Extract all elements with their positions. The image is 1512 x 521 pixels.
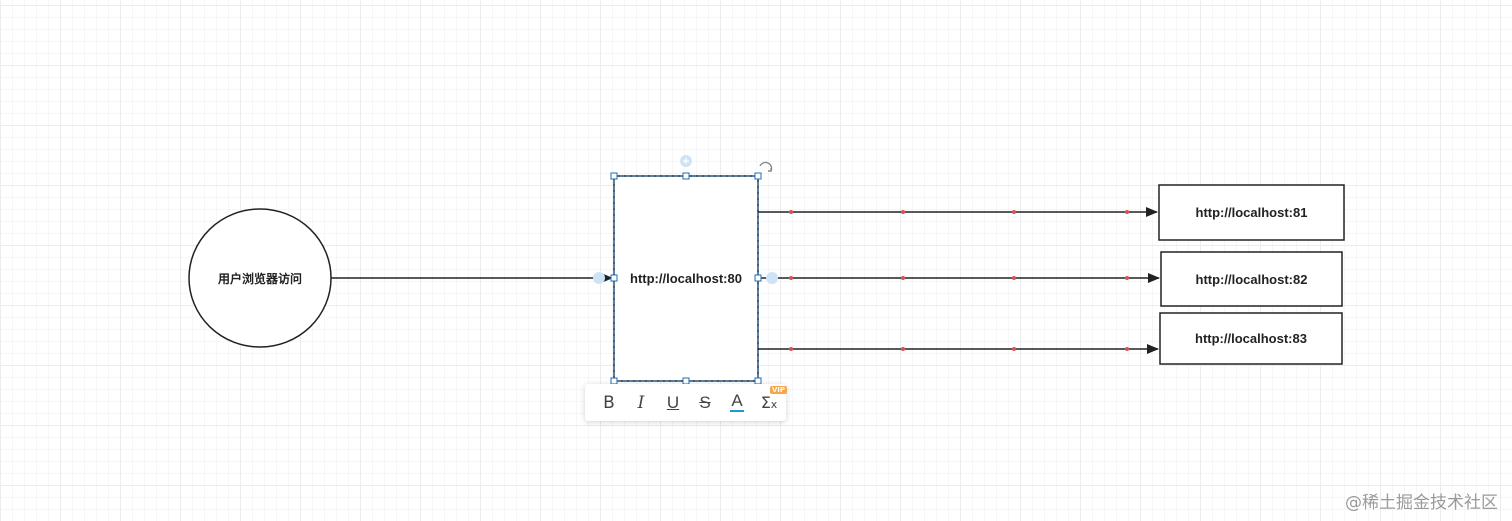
strikethrough-button[interactable]: S — [689, 384, 721, 421]
node-server-2[interactable] — [1160, 251, 1343, 307]
handle-middle-right — [754, 274, 762, 282]
connection-point-right[interactable] — [766, 272, 778, 284]
vip-badge: VIP — [769, 386, 787, 394]
font-color-icon: A — [731, 391, 743, 410]
handle-top-right — [754, 172, 762, 180]
connection-point-left[interactable] — [593, 272, 605, 284]
text-format-toolbar: B I U S A Σx VIP — [585, 384, 787, 421]
node-server-2-label: http://localhost:82 — [1195, 271, 1308, 287]
node-server-3-label: http://localhost:83 — [1195, 331, 1307, 346]
node-user-browser-label: 用户浏览器访问 — [217, 271, 302, 286]
node-proxy-label: http://localhost:80 — [630, 271, 742, 286]
underline-icon: U — [666, 392, 680, 412]
handle-top-middle — [682, 172, 690, 180]
formula-button[interactable]: Σx VIP — [753, 384, 787, 421]
underline-button[interactable]: U — [657, 384, 689, 421]
handle-top-left — [610, 172, 618, 180]
add-connection-icon[interactable] — [680, 155, 692, 167]
node-server-3[interactable] — [1159, 312, 1343, 365]
italic-icon: I — [637, 392, 645, 413]
handle-middle-left — [610, 274, 618, 282]
bold-icon: B — [603, 392, 615, 413]
watermark: @稀土掘金技术社区 — [1345, 493, 1498, 513]
rotate-handle-icon[interactable] — [759, 161, 773, 172]
node-server-1-label: http://localhost:81 — [1195, 205, 1308, 220]
font-color-swatch — [730, 410, 744, 412]
italic-button[interactable]: I — [625, 384, 657, 421]
strikethrough-icon: S — [699, 392, 711, 412]
edge-waypoints — [789, 210, 1129, 351]
node-user-browser[interactable] — [188, 208, 332, 348]
node-server-1[interactable] — [1158, 184, 1345, 241]
font-color-button[interactable]: A — [721, 384, 753, 421]
formula-icon: Σx — [760, 393, 778, 412]
bold-button[interactable]: B — [593, 384, 625, 421]
